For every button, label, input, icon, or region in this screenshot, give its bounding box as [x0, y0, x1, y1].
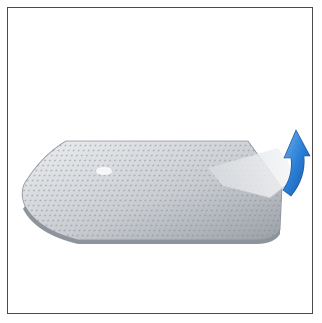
perforated-sheet-illustration: [8, 8, 314, 315]
sheet-body: [22, 141, 282, 244]
image-frame: [7, 7, 313, 314]
